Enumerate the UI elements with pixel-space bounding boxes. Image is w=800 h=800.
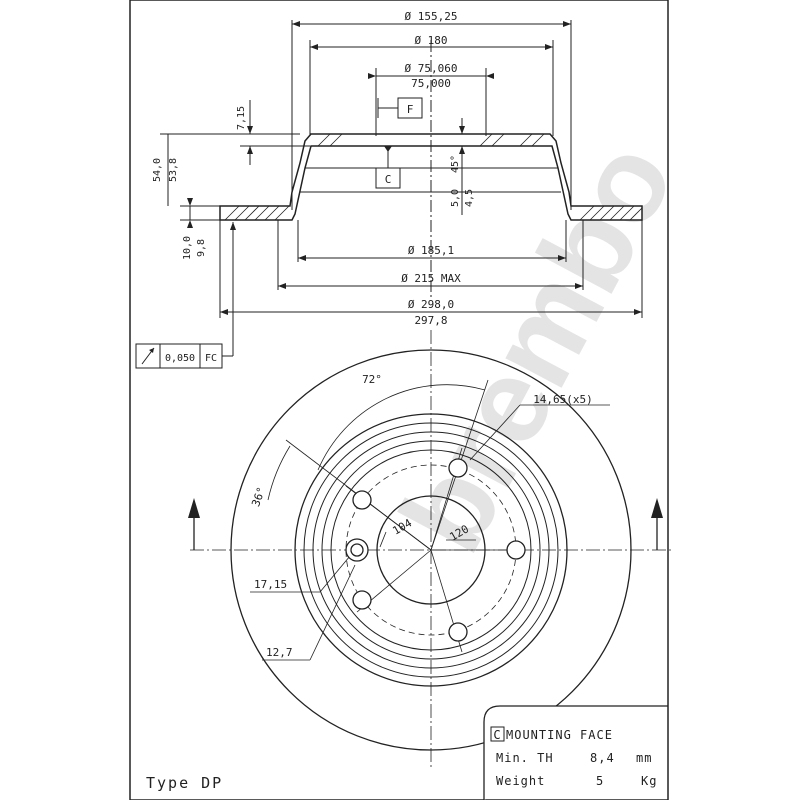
locating-hole-inner [350,543,364,557]
bolt-hole-2 [506,540,526,560]
weight-unit: Kg [641,774,657,788]
angle-72: 72° [362,373,382,386]
bolt-hole-3 [448,622,468,642]
dim-17-15: 17,15 [254,578,287,591]
tolerance-datum: FC [205,353,217,364]
angle-36: 36° [249,485,268,508]
bolt-hole-5 [352,490,372,510]
dim-dia-297: 297,8 [414,314,447,327]
weight-label: Weight [496,774,545,788]
section-hatching [224,133,643,221]
dim-chamfer-45: 45° [450,155,461,173]
bolt-hole-1 [448,458,468,478]
tolerance-value: 0,050 [165,353,195,364]
section-arrow-icons [188,498,663,518]
dim-53-8: 53,8 [168,158,179,182]
bolt-hole-4 [352,590,372,610]
type-label: Type DP [146,774,223,792]
mounting-face-label: MOUNTING FACE [506,728,613,742]
dim-10-0: 10,0 [182,236,193,260]
dim-7-15: 7,15 [236,106,247,130]
dim-4-5: 4,5 [464,189,475,207]
bolt-holes [345,458,526,642]
dim-dia-185: Ø 185,1 [408,244,454,257]
dim-12-7: 12,7 [266,646,293,659]
dim-dia-155: Ø 155,25 [405,10,458,23]
dim-5-0: 5,0 [450,189,461,207]
dimension-arrows [187,21,642,315]
dim-9-8: 9,8 [196,239,207,257]
front-view [190,330,672,770]
weight-value: 5 [596,774,604,788]
datum-c-label: C [385,173,392,186]
hole-spec: 14,65(x5) [533,393,593,406]
disc-profile [219,133,643,221]
datum-f-box [397,97,423,119]
info-box: C MOUNTING FACE Min. TH 8,4 mm Weight 5 … [483,705,668,800]
dim-54-0: 54,0 [152,158,163,182]
dim-dia-75-upper: Ø 75,060 [405,62,458,75]
min-thickness-unit: mm [636,751,652,765]
datum-f-label: F [407,103,414,116]
datum-c-box [375,167,401,189]
section-view [160,20,643,318]
mounting-c-label: C [493,728,501,742]
min-thickness-label: Min. TH [496,751,554,765]
dim-dia-215: Ø 215 MAX [401,272,461,285]
runout-tolerance-frame: 0,050 FC [135,312,234,369]
min-thickness-value: 8,4 [590,751,615,765]
dim-dia-180: Ø 180 [414,34,447,47]
dim-dia-298: Ø 298,0 [408,298,454,311]
dim-dia-75-lower: 75,000 [411,77,451,90]
